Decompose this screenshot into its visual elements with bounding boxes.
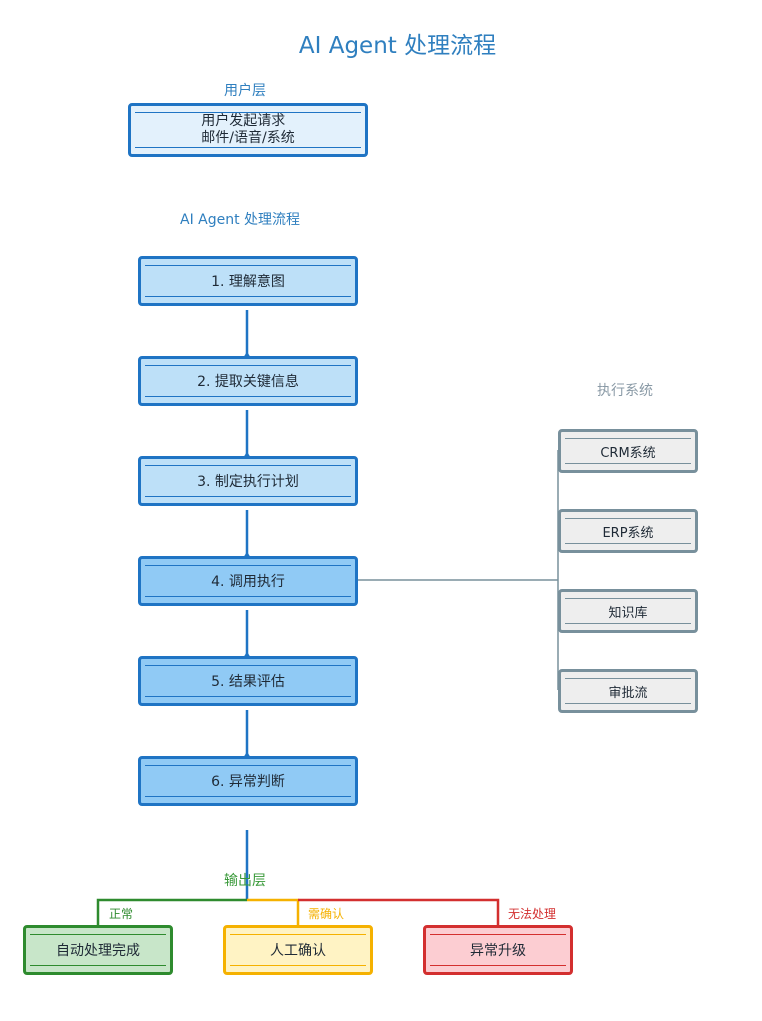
branch-yellow-line (247, 898, 300, 925)
page-title: AI Agent 处理流程 (298, 33, 497, 59)
step-1-box: 1. 理解意图 (138, 256, 358, 306)
branch-confirm-label: 需确认 (308, 907, 345, 921)
step-5-box: 5. 结果评估 (138, 656, 358, 706)
user-request-line2: 邮件/语音/系统 (201, 130, 295, 146)
system-knowledge-box: 知识库 (558, 589, 698, 633)
system-crm-box: CRM系统 (558, 429, 698, 473)
system-erp-box: ERP系统 (558, 509, 698, 553)
output-auto-complete-box: 自动处理完成 (23, 925, 173, 975)
step-4-box: 4. 调用执行 (138, 556, 358, 606)
step-3-box: 3. 制定执行计划 (138, 456, 358, 506)
output-escalation-box: 异常升级 (423, 925, 573, 975)
step-2-box: 2. 提取关键信息 (138, 356, 358, 406)
flow-label: AI Agent 处理流程 (180, 212, 301, 228)
branch-normal-label: 正常 (109, 907, 134, 921)
user-request-line1: 用户发起请求 (201, 113, 286, 129)
system-approval-box: 审批流 (558, 669, 698, 713)
user-layer-label: 用户层 (224, 83, 266, 99)
branch-red-line (298, 898, 500, 925)
output-layer-label: 输出层 (224, 873, 266, 889)
user-request-text: 用户发起请求 邮件/语音/系统 (201, 113, 294, 147)
output-manual-confirm-box: 人工确认 (223, 925, 373, 975)
user-request-box: 用户发起请求 邮件/语音/系统 (128, 103, 368, 157)
branch-green-line (96, 898, 247, 925)
systems-label: 执行系统 (597, 383, 653, 399)
branch-fail-label: 无法处理 (508, 907, 557, 921)
step-6-box: 6. 异常判断 (138, 756, 358, 806)
